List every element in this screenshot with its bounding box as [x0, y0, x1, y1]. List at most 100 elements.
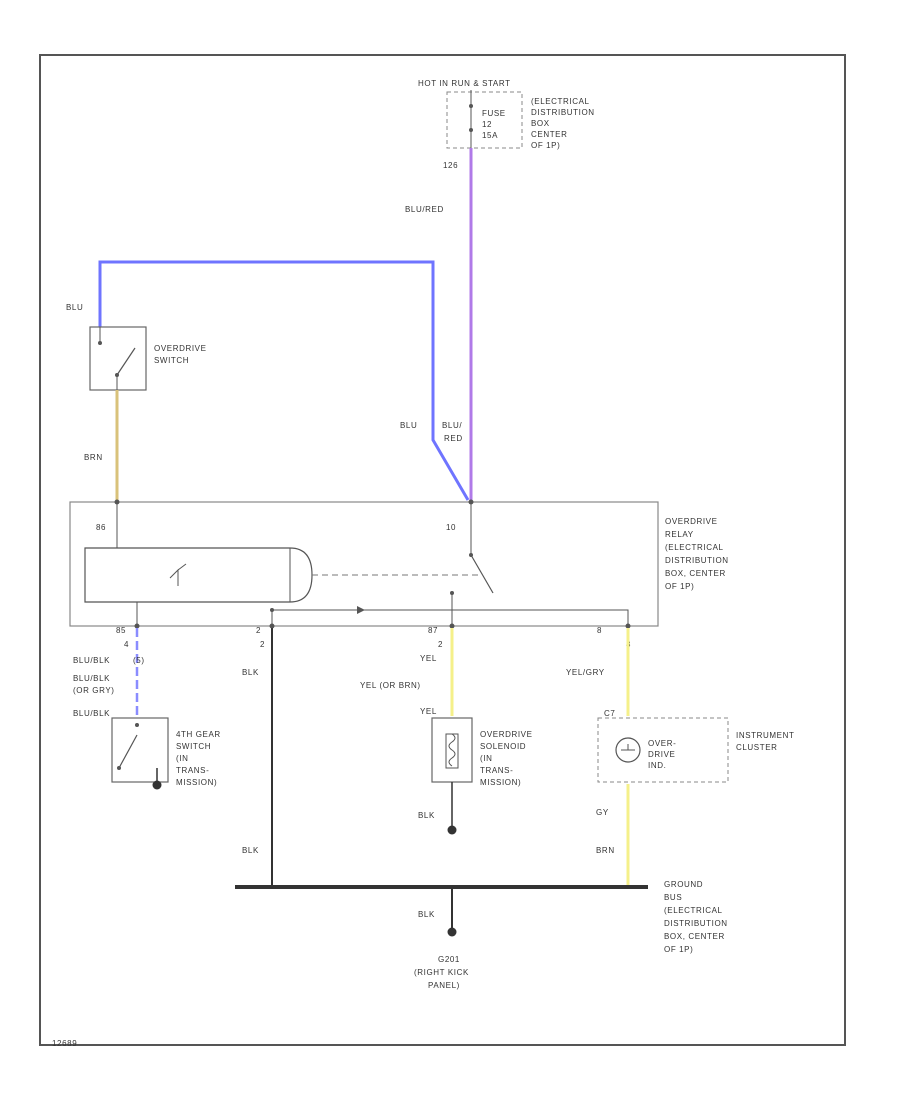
wire-blu — [98, 260, 470, 501]
gear-switch-box — [111, 717, 169, 783]
relay-contact-blade — [470, 554, 494, 594]
ground-bus-label-2: BUS — [664, 893, 682, 902]
indicator-label-1: OVER- — [648, 739, 676, 748]
wire-label-yel-1: YEL — [420, 654, 437, 663]
relay-pin-30: 10 — [446, 523, 456, 532]
gear-switch-contact-bottom — [117, 766, 121, 770]
relay-pin-bottom-4: 8 — [597, 626, 602, 635]
solenoid-label-1: OVERDRIVE — [480, 730, 533, 739]
fuse-label-3: 15A — [482, 131, 498, 140]
relay-internal-bus — [271, 609, 629, 626]
ground-point-label-3: PANEL) — [428, 981, 460, 990]
wire-label-blk-solenoid: BLK — [418, 811, 435, 820]
gear-switch-label-2: SWITCH — [176, 742, 211, 751]
wire-label-blu-red-mid-1: BLU/ — [442, 421, 462, 430]
od-switch-label-1: OVERDRIVE — [154, 344, 207, 353]
solenoid-label-2: SOLENOID — [480, 742, 526, 751]
gear-switch-ground-icon — [152, 780, 162, 790]
diagram-frame — [39, 54, 846, 1046]
indicator-lamp-filament — [621, 744, 635, 751]
wire-label-blk-ground: BLK — [418, 910, 435, 919]
ground-bus-label-1: GROUND — [664, 880, 703, 889]
wire-label-blu-red-mid-2: RED — [444, 434, 463, 443]
gear-switch-label-1: 4TH GEAR — [176, 730, 221, 739]
relay-bus-junction — [270, 608, 274, 612]
wire-label-gry-lower: GY — [596, 808, 609, 817]
wire-label-brn-left: BRN — [84, 453, 103, 462]
solenoid-winding — [448, 733, 456, 767]
source-label-2: DISTRIBUTION — [531, 108, 595, 117]
wire-label-blu-blk-2b: (OR GRY) — [73, 686, 115, 695]
wire-label-blu-blk-3-full: BLU/BLK — [73, 709, 110, 718]
ground-bus-label-3: (ELECTRICAL — [664, 906, 723, 915]
ground-point-label-2: (RIGHT KICK — [414, 968, 469, 977]
wire-label-blu-mid: BLU — [400, 421, 417, 430]
wire-label-blk-lower: BLK — [242, 846, 259, 855]
wire-label-yel-3: YEL — [420, 707, 437, 716]
solenoid-label-4: TRANS- — [480, 766, 513, 775]
solenoid-label-5: MISSION) — [480, 778, 521, 787]
od-switch-box — [89, 326, 147, 391]
relay-pin-sub-3: 2 — [438, 640, 443, 649]
wire-label-blu-red-top: BLU/RED — [405, 205, 444, 214]
indicator-label-3: IND. — [648, 761, 666, 770]
wire-label-blk-left: BLK — [242, 668, 259, 677]
fuse-label-2: 12 — [482, 120, 492, 129]
relay-coil — [84, 547, 313, 603]
relay-label-5: BOX, CENTER — [665, 569, 726, 578]
wire-label-yel-gry: YEL/GRY — [566, 668, 605, 677]
relay-pin-bottom-1: 85 — [116, 626, 126, 635]
source-label-5: OF 1P) — [531, 141, 560, 150]
relay-pin-bottom-3: 87 — [428, 626, 438, 635]
relay-label-6: OF 1P) — [665, 582, 694, 591]
relay-diode-symbol — [169, 563, 187, 586]
source-label-3: BOX — [531, 119, 550, 128]
od-switch-contact-top — [98, 341, 102, 345]
circuit-top-label: 126 — [443, 161, 458, 170]
relay-pin-85-dot — [134, 623, 140, 629]
relay-label-1: OVERDRIVE — [665, 517, 718, 526]
solenoid-label-3: (IN — [480, 754, 492, 763]
relay-label-4: DISTRIBUTION — [665, 556, 729, 565]
od-switch-blade — [116, 347, 136, 376]
relay-pin-bottom-2: 2 — [256, 626, 261, 635]
relay-pin-2-dot — [269, 623, 275, 629]
gear-switch-contact-top — [135, 723, 139, 727]
relay-label-2: RELAY — [665, 530, 694, 539]
wire-label-blu-blk-1a: BLU/BLK — [73, 656, 110, 665]
fuse-terminal-top — [469, 104, 473, 108]
relay-label-3: (ELECTRICAL — [665, 543, 724, 552]
ground-bus-label-5: BOX, CENTER — [664, 932, 725, 941]
gear-switch-blade — [118, 734, 138, 769]
indicator-label-2: DRIVE — [648, 750, 675, 759]
ground-point-label-1: G201 — [438, 955, 460, 964]
relay-pin-87-dot — [449, 623, 455, 629]
diagram-code: 12689 — [52, 1039, 77, 1048]
cluster-label-2: CLUSTER — [736, 743, 778, 752]
instrument-cluster-outline — [597, 717, 729, 783]
ground-bus-label-6: OF 1P) — [664, 945, 693, 954]
relay-box — [69, 501, 659, 627]
gear-switch-label-5: MISSION) — [176, 778, 217, 787]
ground-bus-label-4: DISTRIBUTION — [664, 919, 728, 928]
ground-point-icon — [447, 927, 457, 937]
cluster-label-1: INSTRUMENT — [736, 731, 794, 740]
relay-pin-8-dot — [625, 623, 631, 629]
od-switch-label-2: SWITCH — [154, 356, 189, 365]
solenoid-ground-icon — [447, 825, 457, 835]
source-label-1: (ELECTRICAL — [531, 97, 590, 106]
relay-pin-86: 86 — [96, 523, 106, 532]
fuse-terminal-bottom — [469, 128, 473, 132]
fuse-label-1: FUSE — [482, 109, 506, 118]
source-label-4: CENTER — [531, 130, 568, 139]
indicator-pin-top: C7 — [604, 709, 615, 718]
fuse-box-outline — [446, 91, 523, 149]
relay-bus-arrow — [357, 606, 365, 614]
relay-pin-sub-1: 4 — [124, 640, 129, 649]
wire-label-blu-left: BLU — [66, 303, 83, 312]
gear-switch-label-3: (IN — [176, 754, 188, 763]
relay-pin-sub-2: 2 — [260, 640, 265, 649]
wire-label-brn-lower: BRN — [596, 846, 615, 855]
gear-switch-label-4: TRANS- — [176, 766, 209, 775]
